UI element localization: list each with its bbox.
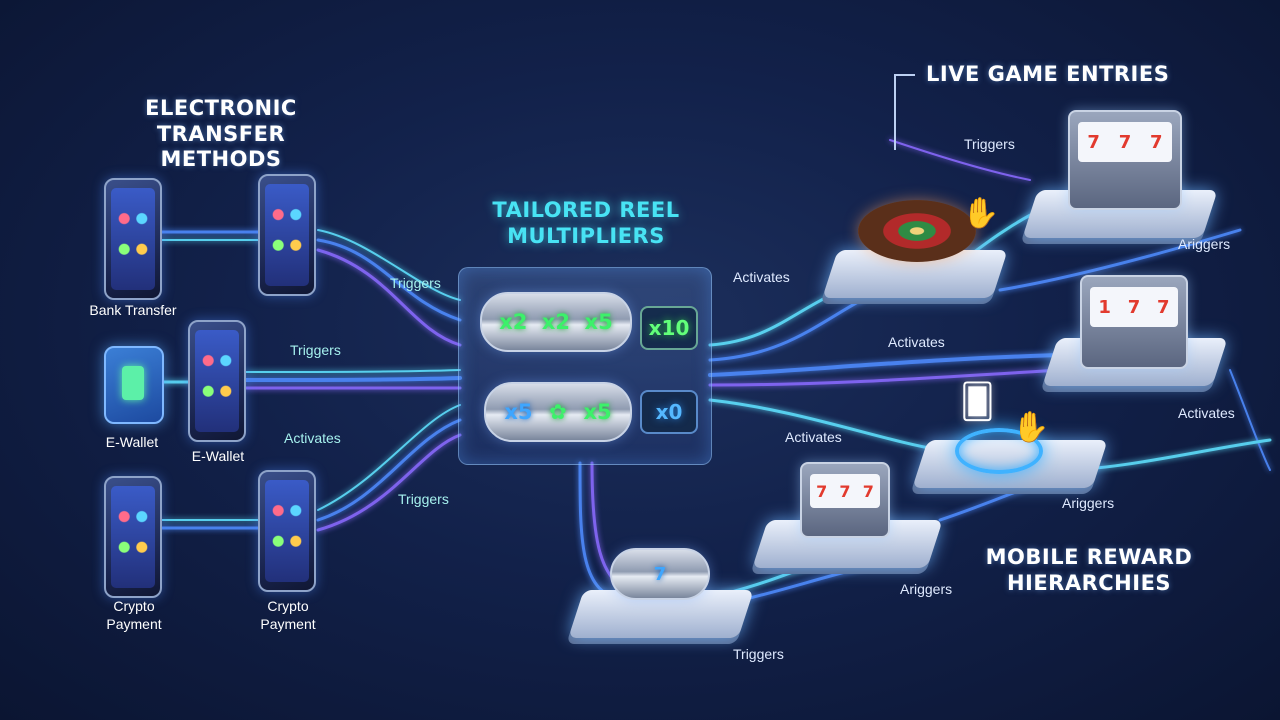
connector-label-ariggers-2: Ariggers [1062,495,1115,511]
phone-crypto-left [104,476,162,598]
phone-bank-transfer-left [104,178,162,300]
multiplier-badge-top: x10 [640,306,698,350]
e-wallet-icon [104,346,164,424]
multiplier-badge-bottom: x0 [640,390,698,434]
title-pointer-line [894,74,915,150]
heading-electronic-transfer-methods: ELECTRONIC TRANSFER METHODS [145,96,297,172]
connector-label-triggers-5: Triggers [733,646,784,662]
hand-icon-cards: ✋ [1012,411,1050,444]
reel-bottom-symbol-3: x5 [583,400,612,424]
connector-label-ariggers-1: Ariggers [1178,236,1231,252]
connector-label-activates-4: Activates [1178,405,1235,421]
connector-label-triggers-3: Triggers [398,491,449,507]
connector-label-triggers-2: Triggers [290,342,341,358]
phone-e-wallet [188,320,246,442]
phone-crypto-right [258,470,316,592]
reel-bottom-symbol-1: x5 [504,400,533,424]
reel-bottom: x5 ✿ x5 [484,382,632,442]
hand-icon-roulette: ✋ [962,197,1000,230]
connector-label-activates-1: Activates [284,430,341,446]
reel-top-symbol-1: x2 [499,310,528,334]
connector-label-activates-3: Activates [888,334,945,350]
heading-live-game-entries: LIVE GAME ENTRIES [926,62,1170,86]
connector-label-triggers-1: Triggers [390,275,441,291]
reel-bottom-leaf-icon: ✿ [549,400,567,424]
roulette-wheel-icon [858,200,976,262]
label-crypto-right: Crypto Payment [260,598,316,632]
reel-top-symbol-2: x2 [541,310,571,334]
reel-top: x2 x2 x5 [480,292,632,352]
connector-label-activates-5: Activates [785,429,842,445]
glow-ring-icon [955,428,1043,474]
connector-label-triggers-4: Triggers [964,136,1015,152]
connector-label-ariggers-3: Ariggers [900,581,953,597]
playing-cards-icon: 🂠 [960,383,995,421]
label-bank-transfer: Bank Transfer [89,302,177,318]
phone-bank-transfer-right [258,174,316,296]
bottom-reel-icon: 7 [610,548,710,600]
connector-label-activates-2: Activates [733,269,790,285]
reel-top-symbol-3: x5 [584,310,613,334]
bottom-reel-seven-icon: 7 [653,563,667,585]
heading-tailored-reel-multipliers: TAILORED REEL MULTIPLIERS [492,198,680,248]
label-crypto-left: Crypto Payment [106,598,162,632]
label-e-wallet-right: E-Wallet [191,448,245,464]
label-e-wallet-left: E-Wallet [105,434,159,450]
heading-mobile-reward-hierarchies: MOBILE REWARD HIERARCHIES [985,545,1193,595]
